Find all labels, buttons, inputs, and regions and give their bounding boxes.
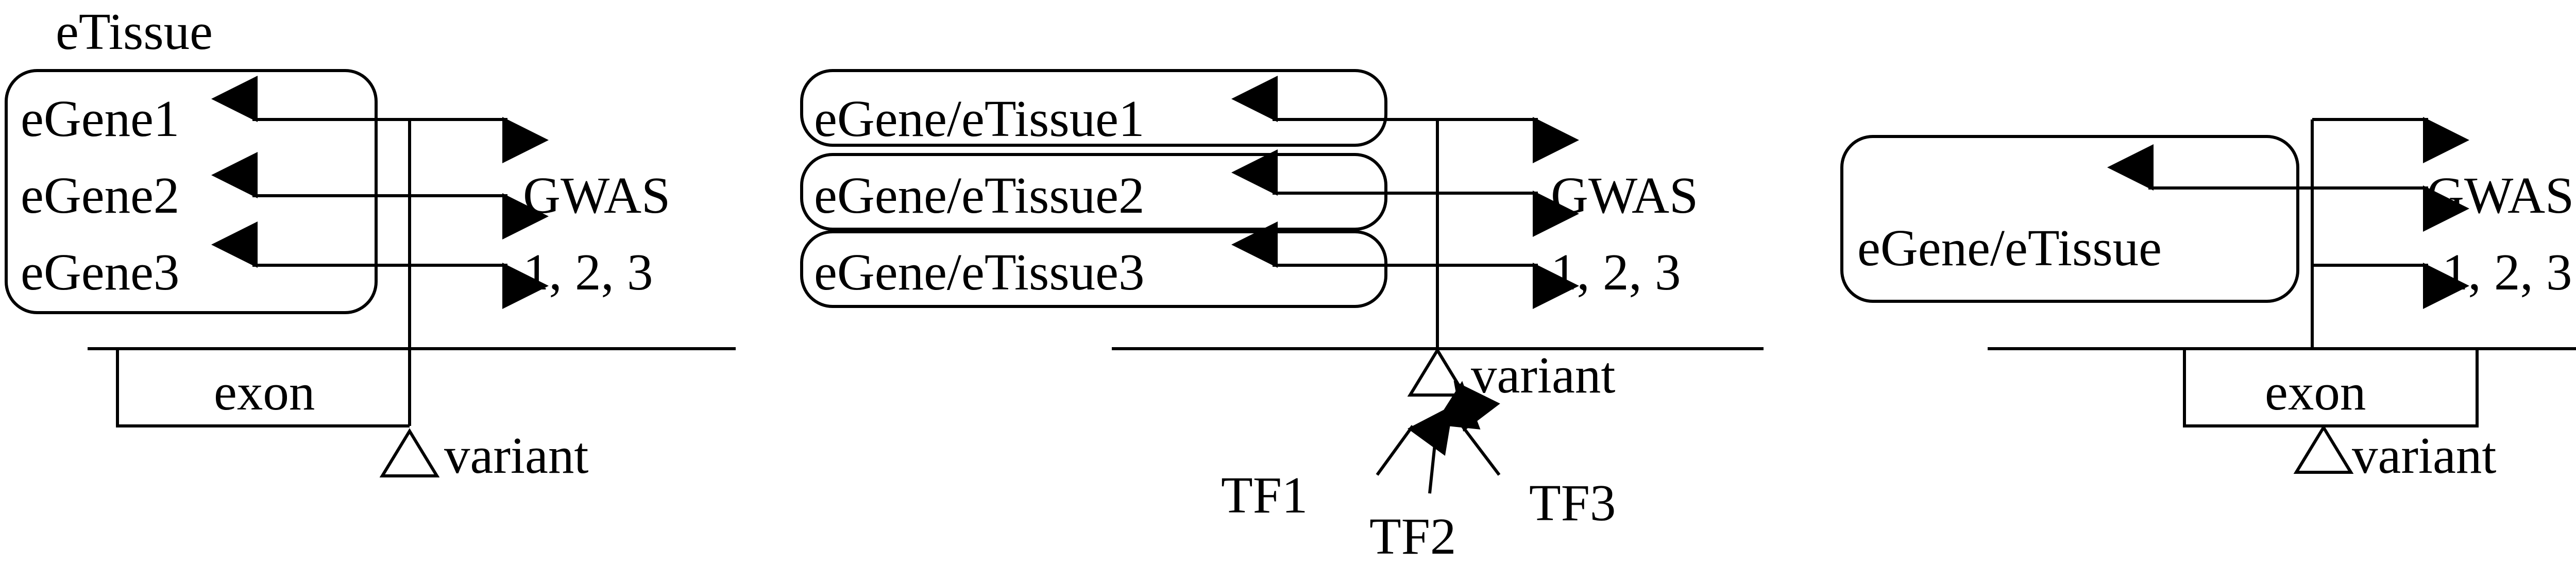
gwas-ids: 1, 2, 3 <box>523 243 653 301</box>
variant-triangle-icon <box>2293 424 2354 474</box>
gene-label-1: eGene1 <box>21 90 179 147</box>
variant-label: variant <box>1471 346 1615 404</box>
tf3-arrow <box>1453 381 1501 476</box>
panel-3: eGene/eTissue GWAS 1, 2, 3 exon variant <box>1840 117 2576 484</box>
gene-label-2: eGene/eTissue2 <box>814 166 1144 224</box>
variant-triangle-icon <box>1407 347 1468 397</box>
gene-label-2: eGene2 <box>21 166 179 224</box>
gwas-label: GWAS <box>2427 166 2574 224</box>
tf2-arrow <box>1428 381 1481 494</box>
gene-label: eGene/eTissue <box>1857 219 2162 277</box>
gwas-label: GWAS <box>1551 166 1698 224</box>
variant-label: variant <box>444 426 588 484</box>
gene-box <box>1840 135 2299 303</box>
panel-1: eTissue eGene1 eGene2 eGene3 GWAS 1, 2, … <box>5 3 736 484</box>
gene-box-3 <box>800 230 1387 308</box>
exon-label: exon <box>214 363 315 421</box>
gwas-ids: 1, 2, 3 <box>1551 243 1681 301</box>
tf1-arrow <box>1376 404 1454 476</box>
etissue-box <box>5 69 378 314</box>
gwas-ids: 1, 2, 3 <box>2442 243 2572 301</box>
gwas-label: GWAS <box>523 166 670 224</box>
tf2-label: TF2 <box>1369 507 1456 562</box>
gene-box-1 <box>800 69 1387 147</box>
variant-triangle-icon <box>379 428 440 477</box>
tf3-label: TF3 <box>1529 474 1616 532</box>
panel-2: eGene/eTissue1 eGene/eTissue2 eGene/eTis… <box>800 69 1764 565</box>
exon-box <box>116 349 410 427</box>
exon-box <box>2183 349 2479 427</box>
tf1-label: TF1 <box>1221 466 1308 524</box>
gene-label-3: eGene3 <box>21 243 179 301</box>
variant-label: variant <box>2352 426 2496 484</box>
etissue-label: eTissue <box>56 3 213 60</box>
exon-label: exon <box>2265 363 2366 421</box>
gene-label-3: eGene/eTissue3 <box>814 243 1144 301</box>
gene-label-1: eGene/eTissue1 <box>814 90 1144 147</box>
